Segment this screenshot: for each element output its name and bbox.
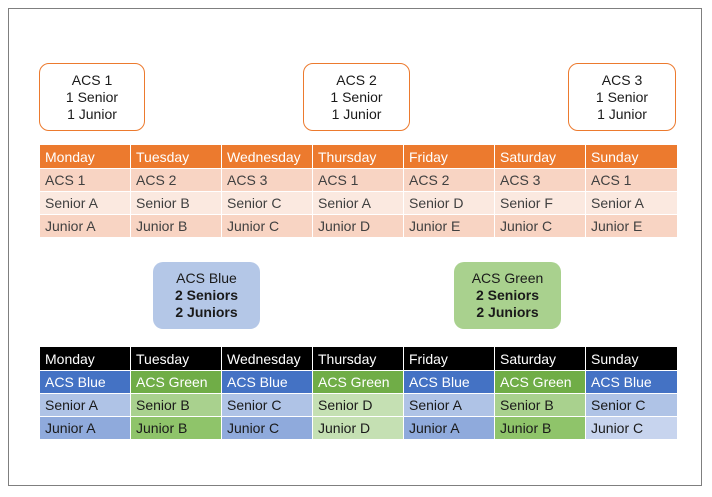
- table-cell: Senior F: [495, 191, 586, 214]
- table-row-junior: Junior A Junior B Junior C Junior D Juni…: [40, 416, 677, 439]
- day-header: Saturday: [495, 347, 586, 370]
- table-cell: Senior B: [495, 393, 586, 416]
- table-cell: Senior B: [131, 393, 222, 416]
- unit-name: ACS Blue: [176, 270, 237, 286]
- unit-seniors: 1 Senior: [65, 88, 119, 105]
- unit-box-acs-1: ACS 1 1 Senior 1 Junior: [39, 63, 145, 131]
- table-cell: Senior A: [586, 191, 677, 214]
- table-cell: Senior D: [404, 191, 495, 214]
- unit-juniors: 1 Junior: [331, 105, 382, 122]
- table-cell: Senior C: [586, 393, 677, 416]
- table-cell: Senior A: [40, 393, 131, 416]
- table-cell: ACS 1: [313, 168, 404, 191]
- unit-seniors: 2 Seniors: [174, 287, 239, 303]
- table-cell: ACS Green: [131, 370, 222, 393]
- table-cell: ACS Blue: [404, 370, 495, 393]
- unit-seniors: 2 Seniors: [475, 287, 540, 303]
- table-cell: Senior C: [222, 191, 313, 214]
- table-cell: Senior A: [40, 191, 131, 214]
- table-row-senior: Senior A Senior B Senior C Senior D Seni…: [40, 393, 677, 416]
- table-cell: Junior C: [222, 214, 313, 237]
- table-cell: Junior B: [131, 416, 222, 439]
- day-header: Wednesday: [222, 145, 313, 168]
- unit-juniors: 2 Juniors: [175, 304, 238, 320]
- unit-juniors: 1 Junior: [597, 105, 647, 122]
- day-header: Saturday: [495, 145, 586, 168]
- unit-name: ACS 2: [336, 71, 377, 88]
- table-cell: ACS 1: [586, 168, 677, 191]
- table-cell: Junior C: [586, 416, 677, 439]
- table-cell: Senior A: [404, 393, 495, 416]
- day-header: Thursday: [313, 145, 404, 168]
- table-cell: Junior A: [40, 416, 131, 439]
- table-cell: Junior A: [40, 214, 131, 237]
- day-header: Sunday: [586, 347, 677, 370]
- table-cell: ACS Green: [313, 370, 404, 393]
- table-cell: ACS 2: [131, 168, 222, 191]
- table-cell: Junior E: [586, 214, 677, 237]
- unit-juniors: 1 Junior: [67, 105, 117, 122]
- table-cell: Junior C: [222, 416, 313, 439]
- table-cell: Junior B: [131, 214, 222, 237]
- table-cell: ACS Green: [495, 370, 586, 393]
- table-cell: ACS 2: [404, 168, 495, 191]
- day-header: Wednesday: [222, 347, 313, 370]
- schedule-table-three-units: Monday Tuesday Wednesday Thursday Friday…: [40, 145, 677, 237]
- day-header: Tuesday: [131, 347, 222, 370]
- day-header: Thursday: [313, 347, 404, 370]
- table-row-unit: ACS 1 ACS 2 ACS 3 ACS 1 ACS 2 ACS 3 ACS …: [40, 168, 677, 191]
- table-cell: Senior A: [313, 191, 404, 214]
- table-cell: Junior A: [404, 416, 495, 439]
- table-cell: ACS Blue: [222, 370, 313, 393]
- day-header: Friday: [404, 347, 495, 370]
- table-cell: Junior C: [495, 214, 586, 237]
- table-cell: Junior B: [495, 416, 586, 439]
- table-cell: ACS Blue: [40, 370, 131, 393]
- unit-seniors: 1 Senior: [330, 88, 383, 105]
- table-cell: Senior C: [222, 393, 313, 416]
- unit-name: ACS 3: [601, 71, 643, 88]
- day-header: Monday: [40, 347, 131, 370]
- table-cell: Senior D: [313, 393, 404, 416]
- unit-name: ACS Green: [471, 270, 544, 286]
- schedule-table-two-teams: Monday Tuesday Wednesday Thursday Friday…: [40, 347, 677, 439]
- table-cell: ACS 3: [495, 168, 586, 191]
- day-header: Friday: [404, 145, 495, 168]
- table-cell: ACS 1: [40, 168, 131, 191]
- table-cell: Junior D: [313, 214, 404, 237]
- table-row-junior: Junior A Junior B Junior C Junior D Juni…: [40, 214, 677, 237]
- table-cell: ACS 3: [222, 168, 313, 191]
- unit-box-acs-2: ACS 2 1 Senior 1 Junior: [303, 63, 410, 131]
- unit-box-acs-green: ACS Green 2 Seniors 2 Juniors: [454, 262, 561, 329]
- day-header: Sunday: [586, 145, 677, 168]
- table-row-team: ACS Blue ACS Green ACS Blue ACS Green AC…: [40, 370, 677, 393]
- table-cell: Junior E: [404, 214, 495, 237]
- day-header-row: Monday Tuesday Wednesday Thursday Friday…: [40, 145, 677, 168]
- day-header: Tuesday: [131, 145, 222, 168]
- unit-box-acs-3: ACS 3 1 Senior 1 Junior: [568, 63, 676, 131]
- table-row-senior: Senior A Senior B Senior C Senior A Seni…: [40, 191, 677, 214]
- unit-box-acs-blue: ACS Blue 2 Seniors 2 Juniors: [153, 262, 260, 329]
- unit-name: ACS 1: [71, 71, 113, 88]
- unit-seniors: 1 Senior: [595, 88, 649, 105]
- table-cell: Senior B: [131, 191, 222, 214]
- unit-juniors: 2 Juniors: [476, 304, 539, 320]
- day-header: Monday: [40, 145, 131, 168]
- table-cell: Junior D: [313, 416, 404, 439]
- day-header-row: Monday Tuesday Wednesday Thursday Friday…: [40, 347, 677, 370]
- table-cell: ACS Blue: [586, 370, 677, 393]
